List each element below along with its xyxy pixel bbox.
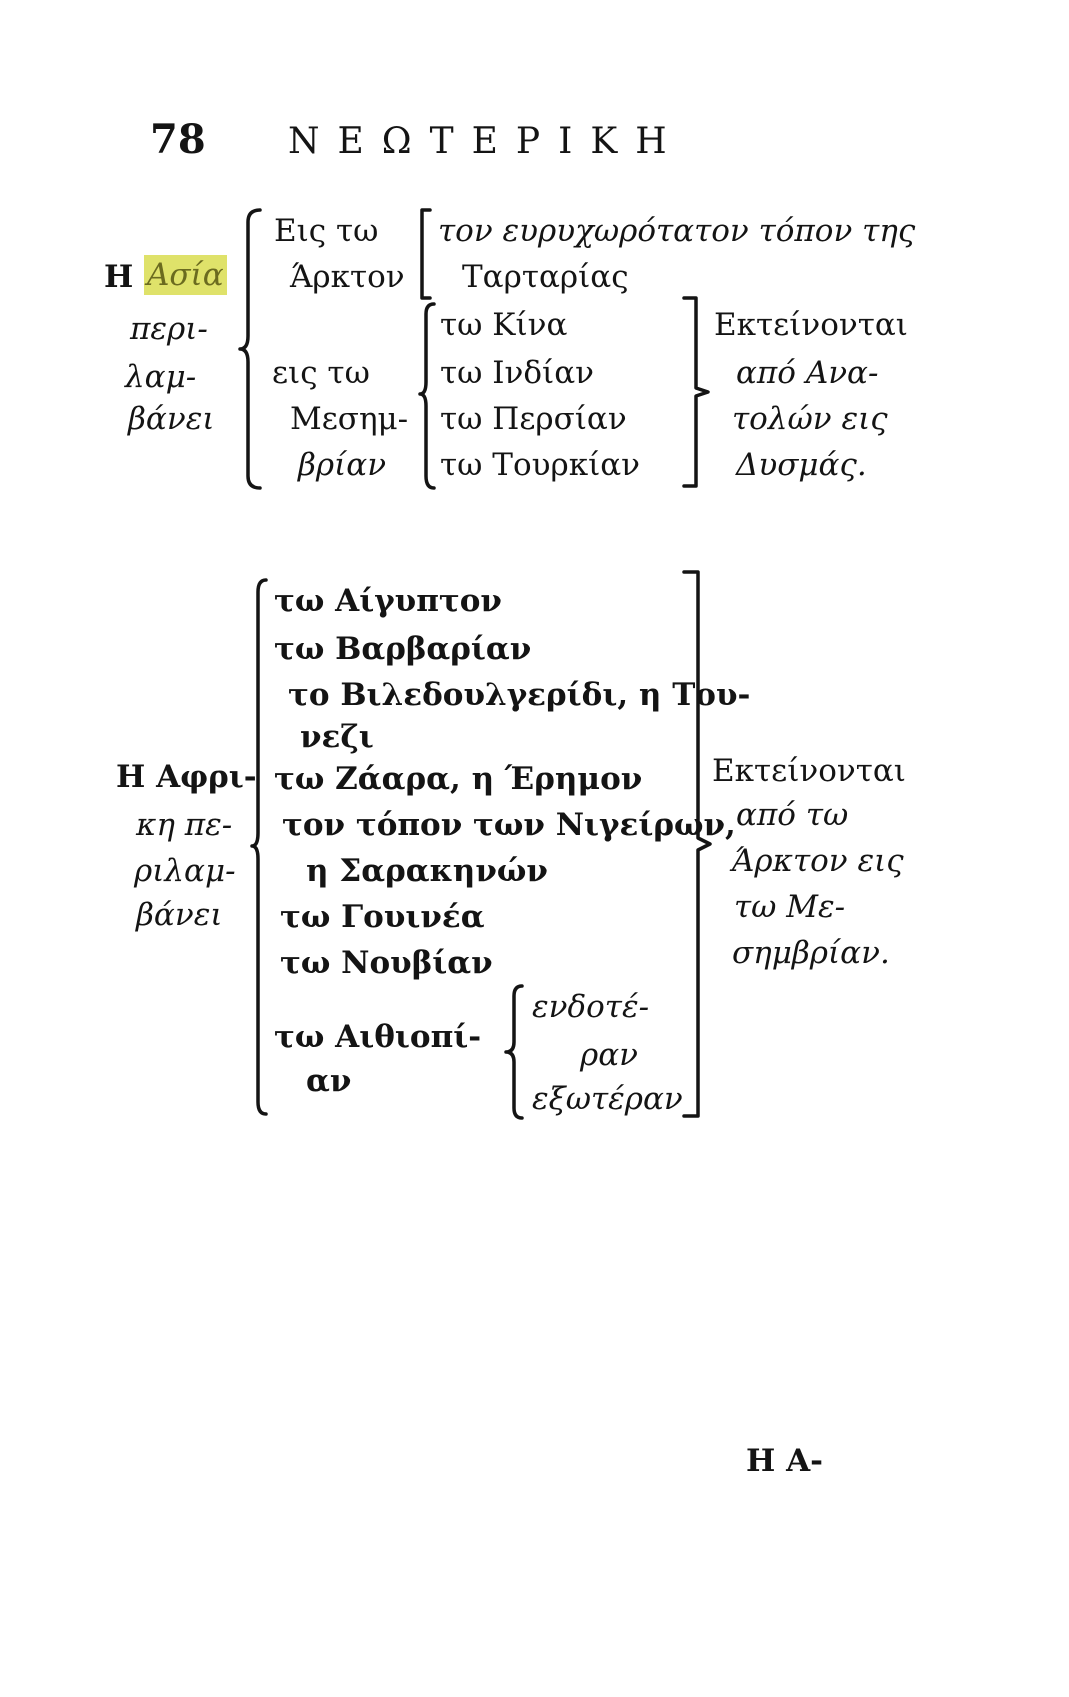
africa-label-4: βάνει [136,897,223,933]
asia-main-brace [238,208,262,490]
africa-item-9: τω Νουβίαν [280,945,493,981]
africa-closing-bracket [682,570,712,1118]
asia-label-line-4: βάνει [128,401,215,437]
africa-extent-2: από τω [736,797,849,833]
africa-main-brace [250,578,268,1116]
africa-label-1: Η Αφρι- [116,759,257,795]
africa-item-10: τω Αιθιοπί- [274,1019,482,1055]
africa-label-3: ριλαμ- [134,853,236,889]
page-number: 78 [150,116,206,163]
africa-item-2: τω Βαρβαρίαν [274,631,532,667]
asia-south-head-1: εις τω [272,355,370,391]
catchword: Η Α- [746,1443,824,1479]
asia-label-line-3: λαμ- [125,359,197,395]
asia-north-head-1: Εις τω [274,213,379,249]
asia-south-item-1: τω Κίνα [440,307,568,343]
asia-extent-2: από Ανα- [736,355,879,391]
africa-item-5: τω Ζάαρα, η Έρημον [274,761,643,797]
asia-extent-3: τολών εις [732,401,888,437]
africa-extent-3: Άρκτον εις [732,843,904,879]
africa-extent-5: σημβρίαν. [732,935,890,971]
asia-north-item-1: τον ευρυχωρότατον τόπον της [438,213,916,249]
asia-label-highlight: Ασία [144,255,227,295]
asia-south-item-3: τω Περσίαν [440,401,627,437]
asia-south-item-2: τω Ινδίαν [440,355,594,391]
africa-item-8: τω Γουινέα [280,899,485,935]
africa-item-7: η Σαρακηνών [306,853,548,889]
africa-extent-1: Εκτείνονται [712,753,906,789]
asia-north-item-2: Ταρταρίας [462,259,629,295]
ethiopia-brace [504,984,524,1120]
asia-extent-4: Δυσμάς. [736,447,867,483]
asia-label-prefix: Η [104,259,134,295]
asia-south-item-4: τω Τουρκίαν [440,447,641,483]
africa-item-11: αν [306,1063,352,1099]
africa-item-4: νεζι [300,719,374,755]
africa-item-6: τον τόπον των Νιγείρων, [282,807,736,843]
ethiopia-sub-1: ενδοτέ- [532,989,650,1025]
africa-extent-4: τω Με- [734,889,846,925]
africa-item-1: τω Αίγυπτον [274,583,502,619]
asia-north-head-2: Άρκτον [290,259,405,295]
running-title: ΝΕΩΤΕΡΙΚΗ [288,121,685,162]
africa-item-3: το Βιλεδουλγερίδι, η Του- [288,677,751,713]
asia-label-line-2: περι- [130,311,208,347]
asia-north-bracket [420,208,432,300]
ethiopia-sub-2: ραν [580,1037,639,1073]
africa-label-2: κη πε- [136,807,233,843]
asia-south-closing-bracket [682,296,710,488]
ethiopia-sub-3: εξωτέραν [532,1081,683,1117]
asia-south-head-2: Μεσημ- [290,401,409,437]
asia-south-head-3: βρίαν [298,447,387,483]
asia-extent-1: Εκτείνονται [714,307,908,343]
highlighted-word: Ασία [144,255,227,295]
asia-south-brace [418,302,436,490]
